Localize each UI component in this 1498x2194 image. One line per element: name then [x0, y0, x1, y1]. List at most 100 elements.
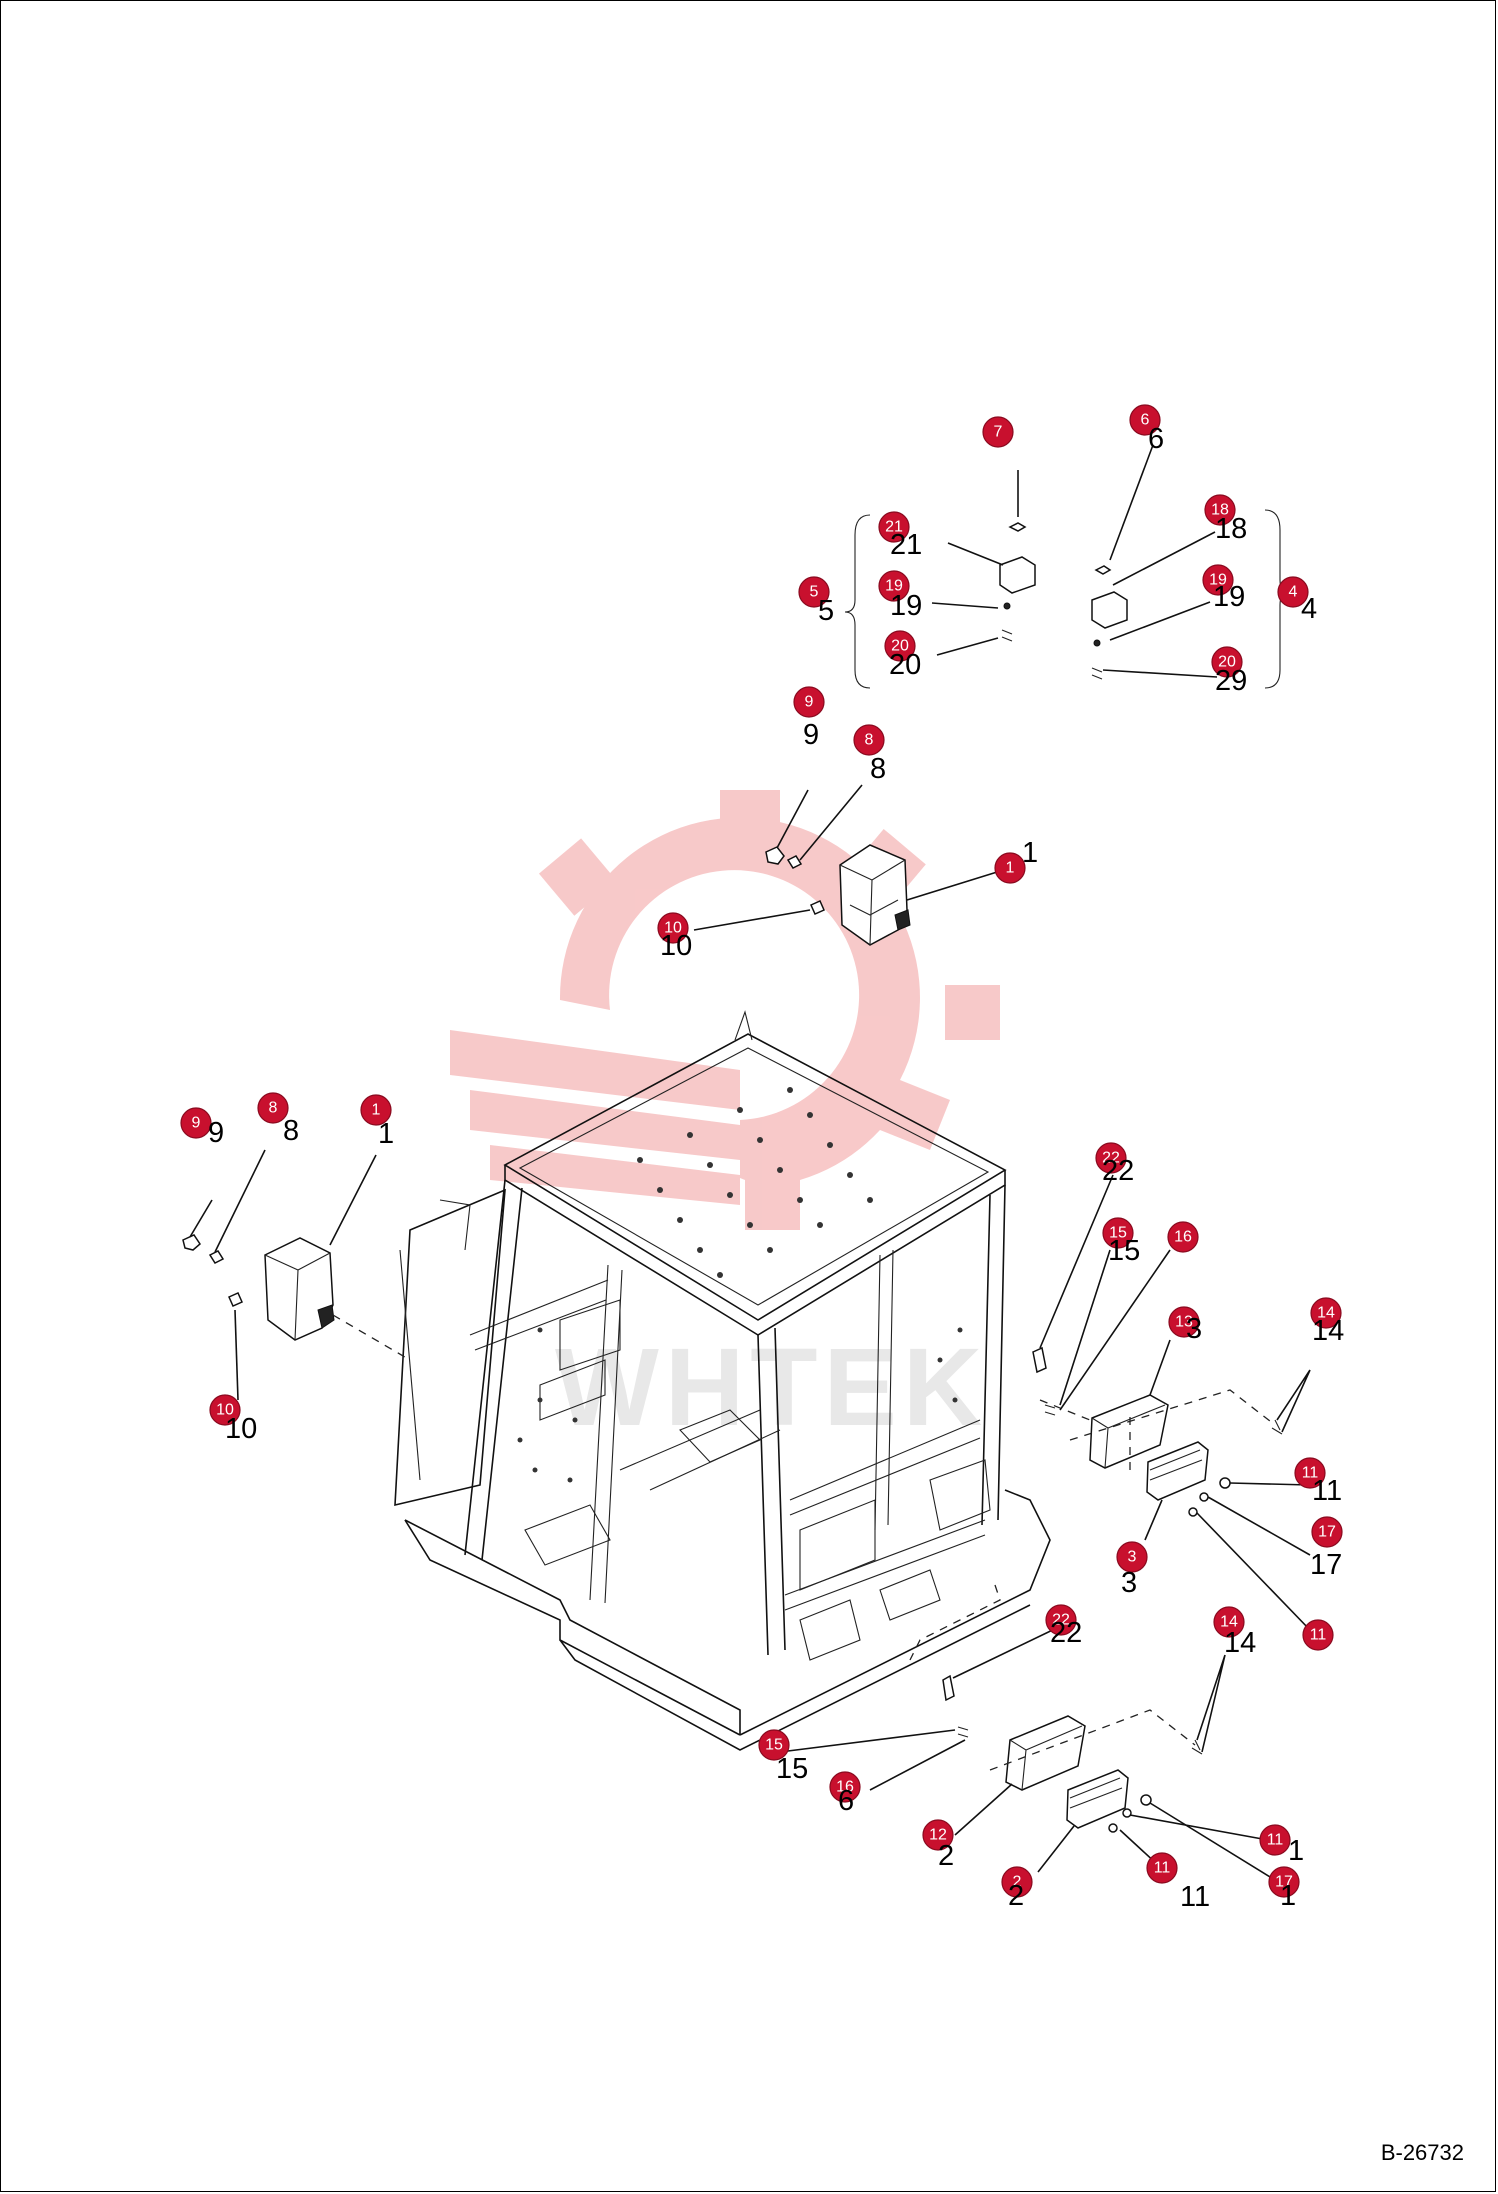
svg-text:1: 1 [1006, 860, 1015, 877]
callout-badge: 10 [657, 912, 689, 944]
callout-badge: 16 [829, 1771, 861, 1803]
callout-badge: 14 [1310, 1297, 1342, 1329]
svg-text:15: 15 [1109, 1225, 1127, 1242]
svg-text:11: 11 [1302, 1465, 1319, 1482]
callout-badge: 22 [1045, 1604, 1077, 1636]
svg-text:13: 13 [1175, 1314, 1193, 1331]
part-label: 22 [1102, 1155, 1134, 1187]
svg-text:5: 5 [810, 584, 819, 601]
part-label: 11 [1312, 1475, 1342, 1507]
svg-text:10: 10 [664, 920, 682, 937]
callout-badge: 4 [1277, 576, 1309, 608]
watermark-text: WHTEK [555, 1326, 988, 1449]
part-label: 17 [1310, 1549, 1342, 1581]
callout-badge: 15 [1102, 1217, 1134, 1249]
svg-text:11: 11 [1154, 1860, 1171, 1877]
svg-text:7: 7 [994, 424, 1003, 441]
callout-badge: 11 [1294, 1457, 1326, 1489]
callout-badge: 19 [878, 570, 910, 602]
svg-text:8: 8 [865, 732, 874, 749]
callout-badge: 10 [209, 1394, 241, 1426]
callout-badge: 13 [1168, 1306, 1200, 1338]
part-label: 22 [1050, 1617, 1082, 1649]
callout-badge: 2 [1001, 1866, 1033, 1898]
callout-badge: 6 [1129, 404, 1161, 436]
svg-text:11: 11 [1310, 1627, 1327, 1644]
part-label: 8 [870, 753, 886, 785]
switch-group [844, 509, 1291, 689]
callout-badge: 11 [1259, 1824, 1291, 1856]
svg-text:8: 8 [269, 1100, 278, 1117]
svg-text:14: 14 [1317, 1305, 1335, 1322]
callout-badge: 11 [1146, 1852, 1178, 1884]
part-label: 1 [378, 1118, 394, 1150]
callout-badge: 21 [878, 511, 910, 543]
part-label: 14 [1224, 1627, 1256, 1659]
part-label: 15 [776, 1753, 808, 1785]
svg-text:20: 20 [1218, 654, 1236, 671]
part-label: 5 [818, 595, 834, 627]
svg-text:11: 11 [1267, 1832, 1284, 1849]
callout-badge: 8 [853, 724, 885, 756]
part-label: 9 [803, 719, 819, 751]
svg-text:22: 22 [1052, 1612, 1070, 1629]
callout-badge: 15 [758, 1729, 790, 1761]
right-upper-lamp [1032, 1346, 1283, 1517]
svg-text:19: 19 [885, 578, 903, 595]
callouts: 1 1 1 1 2 2 3 3 4 4 5 5 6 6 7 8 8 8 8 9 … [180, 404, 1344, 1913]
part-label: 2 [938, 1840, 954, 1872]
svg-text:21: 21 [885, 519, 903, 536]
part-label: 19 [890, 590, 922, 622]
part-label: 10 [225, 1413, 257, 1445]
part-label: 8 [283, 1115, 299, 1147]
svg-text:9: 9 [805, 694, 814, 711]
part-label: 11 [1180, 1881, 1210, 1913]
svg-text:17: 17 [1275, 1874, 1293, 1891]
part-label: 4 [1301, 593, 1317, 625]
part-label: 2 [1008, 1880, 1024, 1912]
part-label: 3 [1121, 1567, 1137, 1599]
svg-text:1: 1 [372, 1102, 381, 1119]
callout-badge: 1 [994, 852, 1026, 884]
watermark-gear-icon [450, 790, 1000, 1230]
svg-text:4: 4 [1289, 584, 1298, 601]
right-lower-lamp [909, 1410, 1203, 1833]
callout-badge: 20 [1211, 646, 1243, 678]
callout-badge: 17 [1268, 1866, 1300, 1898]
part-label: 29 [1215, 665, 1247, 697]
callout-badge: 3 [1116, 1541, 1148, 1573]
part-label: 6 [838, 1785, 854, 1817]
part-label: 14 [1312, 1315, 1344, 1347]
drawing-code: B-26732 [1380, 2140, 1464, 2165]
svg-text:18: 18 [1211, 502, 1229, 519]
svg-text:17: 17 [1318, 1524, 1336, 1541]
svg-text:20: 20 [891, 638, 909, 655]
callout-badge: 9 [793, 686, 825, 718]
upper-work-light [765, 844, 911, 946]
callout-badge: 9 [180, 1107, 212, 1139]
part-label: 3 [1186, 1313, 1202, 1345]
svg-text:6: 6 [1141, 412, 1150, 429]
callout-badge: 7 [982, 416, 1014, 448]
part-label: 6 [1148, 423, 1164, 455]
part-label: 1 [1280, 1880, 1296, 1912]
svg-text:2: 2 [1013, 1874, 1022, 1891]
svg-text:22: 22 [1102, 1150, 1120, 1167]
part-label: 1 [1022, 837, 1038, 869]
part-label: 19 [1213, 581, 1245, 613]
watermark: WHTEK [450, 790, 1000, 1449]
svg-text:16: 16 [836, 1779, 854, 1796]
part-label: 9 [208, 1117, 224, 1149]
callout-badge: 1 [360, 1094, 392, 1126]
cab-frame [394, 1010, 1051, 1751]
part-label: 21 [890, 529, 922, 561]
svg-text:14: 14 [1220, 1614, 1238, 1631]
svg-text:12: 12 [929, 1827, 947, 1844]
part-label: 18 [1215, 513, 1247, 545]
callout-badge: 11 [1302, 1619, 1334, 1651]
svg-text:10: 10 [216, 1402, 234, 1419]
callout-badge: 19 [1202, 564, 1234, 596]
part-label: 15 [1108, 1235, 1140, 1267]
